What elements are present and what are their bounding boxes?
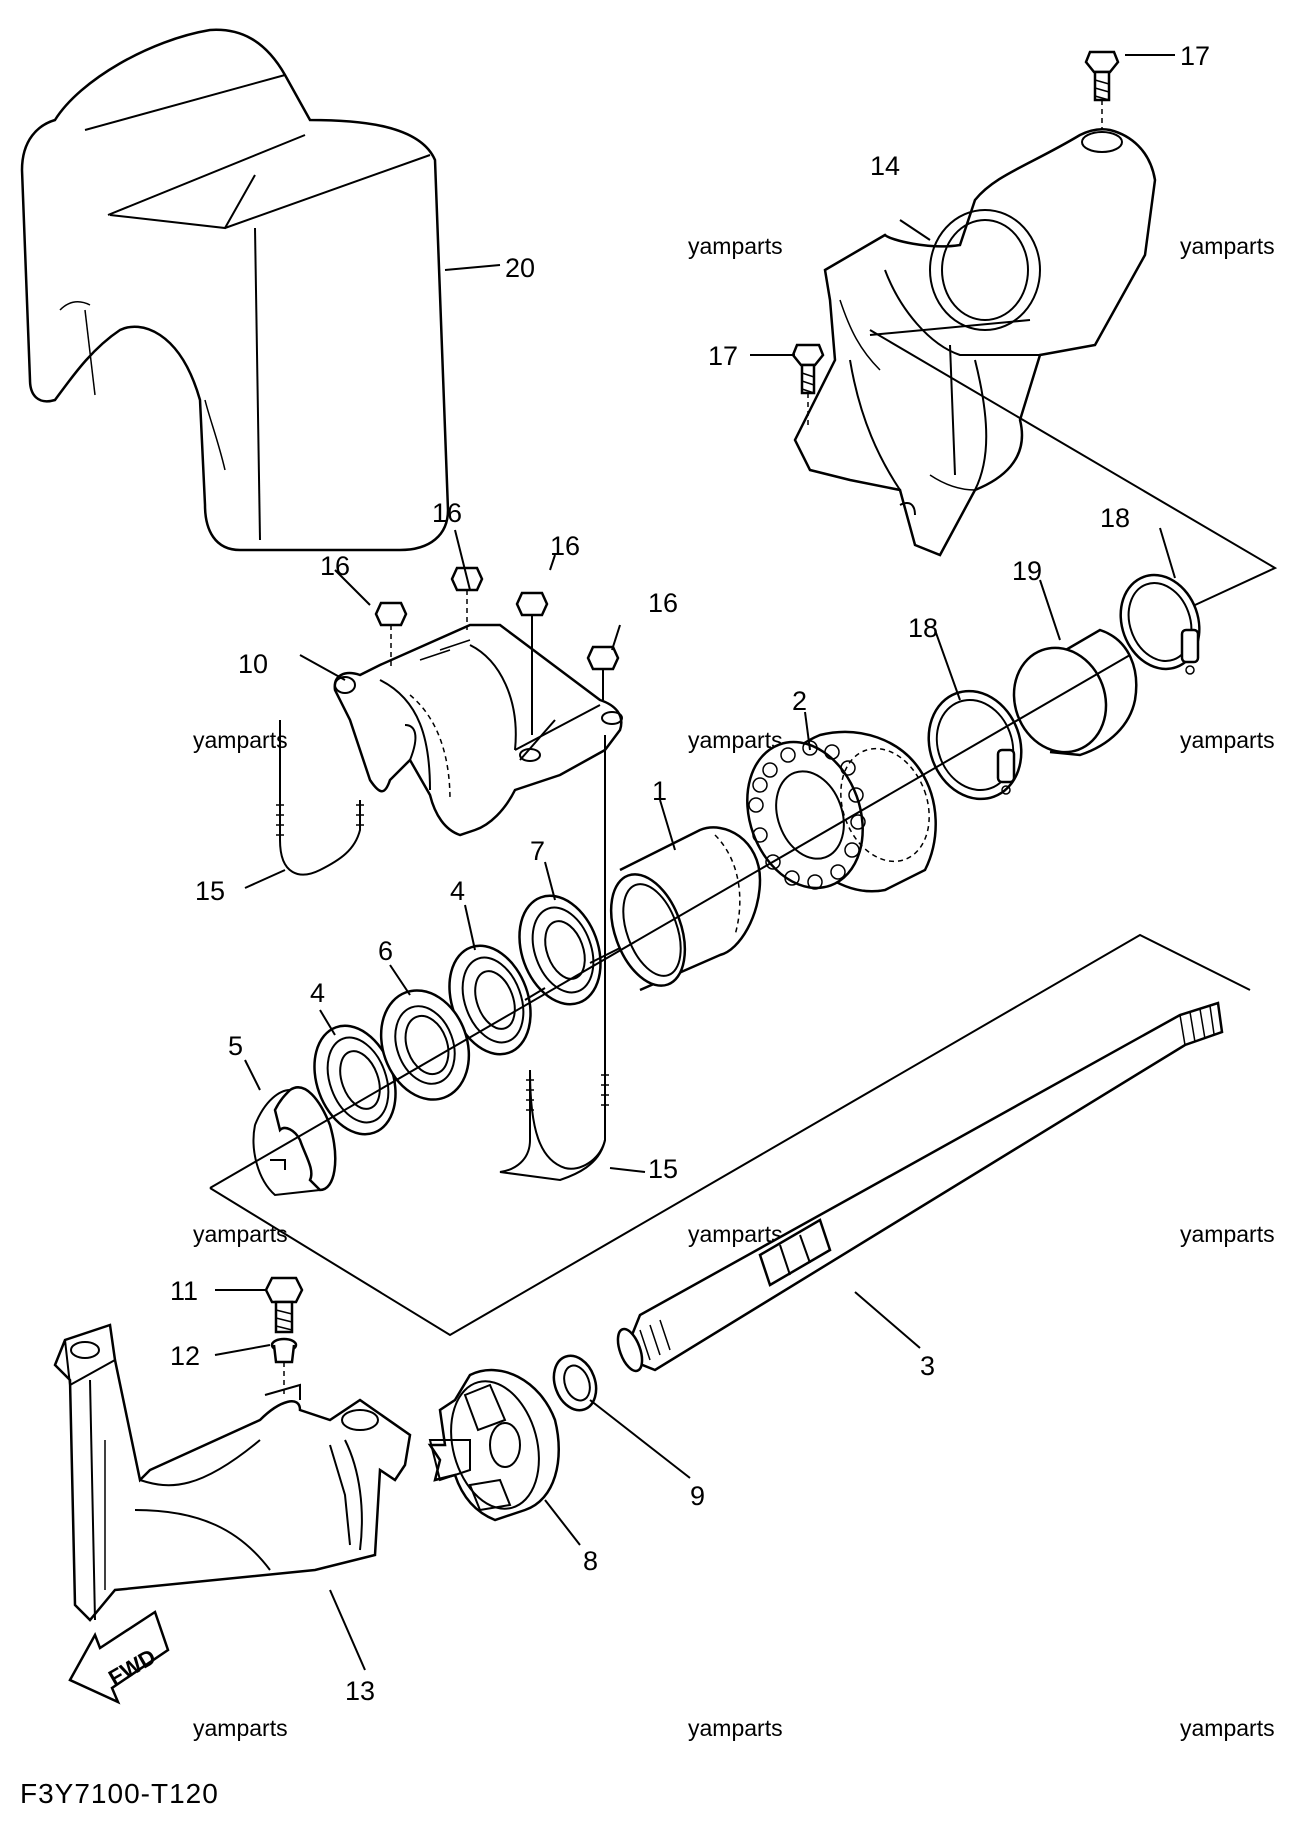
callout-17: 17	[708, 341, 738, 371]
callout-11: 11	[170, 1276, 198, 1306]
callouts: 1 2 3 4 4 5 6 7 8 9 10 11 12 13 14 15 15…	[170, 41, 1210, 1706]
callout-16: 16	[320, 551, 350, 581]
callout-18: 18	[908, 613, 938, 643]
watermarks: yamparts yamparts yamparts yamparts yamp…	[193, 233, 1275, 1741]
part-12-washer	[270, 1337, 298, 1395]
part-15-u-bolt-lower	[499, 735, 609, 1182]
callout-16: 16	[648, 588, 678, 618]
part-10-housing	[333, 623, 623, 837]
callout-2: 2	[792, 686, 807, 716]
callout-6: 6	[378, 936, 393, 966]
callout-19: 19	[1012, 556, 1042, 586]
part-19-sleeve	[1012, 628, 1138, 757]
pump-ring-holes	[748, 740, 866, 890]
callout-10: 10	[238, 649, 268, 679]
callout-4: 4	[450, 876, 465, 906]
callout-20: 20	[505, 253, 535, 283]
callout-15: 15	[648, 1154, 678, 1184]
part-5-circlip	[252, 1086, 337, 1197]
diagram-code: F3Y7100-T120	[20, 1778, 219, 1809]
watermark: yamparts	[193, 1715, 288, 1741]
part-15-u-bolt-upper	[276, 720, 364, 876]
fwd-arrow: FWD	[68, 1610, 170, 1705]
part-14-bracket	[793, 127, 1157, 557]
callout-16: 16	[550, 531, 580, 561]
callout-8: 8	[583, 1546, 598, 1576]
watermark: yamparts	[1180, 1715, 1275, 1741]
part-8-impeller	[427, 1368, 560, 1522]
watermark: yamparts	[688, 727, 783, 753]
part-1-sleeve	[609, 826, 762, 992]
callout-16: 16	[432, 498, 462, 528]
watermark: yamparts	[1180, 1221, 1275, 1247]
watermark: yamparts	[1180, 233, 1275, 259]
watermark: yamparts	[193, 727, 288, 753]
callout-5: 5	[228, 1031, 243, 1061]
callout-4: 4	[310, 978, 325, 1008]
part-2-pump-ring	[746, 730, 937, 893]
callout-7: 7	[530, 836, 545, 866]
part-13-bracket	[53, 1323, 412, 1622]
assembly-lines	[209, 329, 1278, 1337]
callout-18: 18	[1100, 503, 1130, 533]
callout-14: 14	[870, 151, 900, 181]
callout-17: 17	[1180, 41, 1210, 71]
callout-9: 9	[690, 1481, 705, 1511]
watermark: yamparts	[688, 1221, 783, 1247]
watermark: yamparts	[1180, 727, 1275, 753]
callout-3: 3	[920, 1351, 935, 1381]
part-18-clamp-right	[1119, 573, 1201, 675]
part-11-bolt	[264, 1276, 304, 1334]
part-6-bearing	[379, 989, 471, 1101]
part-7-seal	[518, 894, 602, 1006]
part-17-bolt-upper	[1084, 50, 1120, 130]
callout-12: 12	[170, 1341, 200, 1371]
leader-lines	[214, 54, 1176, 1671]
watermark: yamparts	[193, 1221, 288, 1247]
watermark: yamparts	[688, 1715, 783, 1741]
part-3-shaft	[616, 1001, 1224, 1373]
watermark: yamparts	[688, 233, 783, 259]
part-20-cover	[20, 28, 450, 552]
callout-15: 15	[195, 876, 225, 906]
part-17-bolt-lower	[791, 343, 825, 425]
part-9-washer	[552, 1354, 598, 1412]
callout-13: 13	[345, 1676, 375, 1706]
callout-1: 1	[652, 776, 667, 806]
